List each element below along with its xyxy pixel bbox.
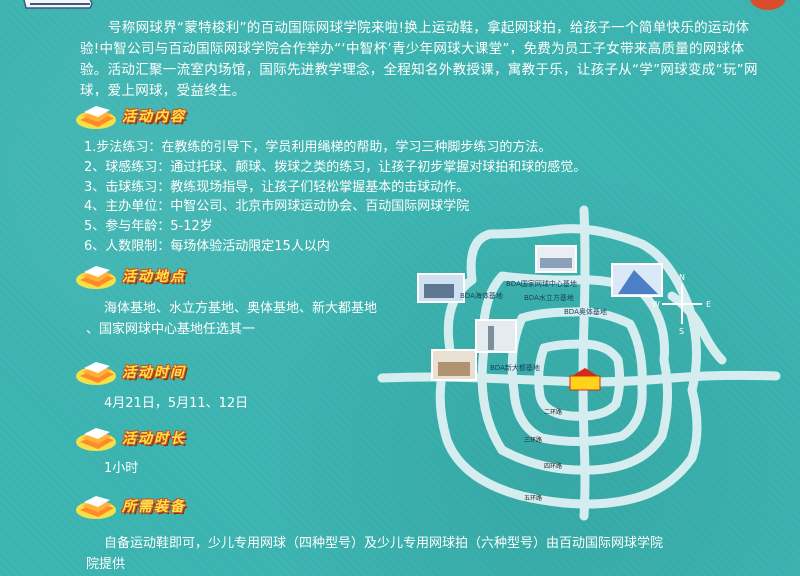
ring-road-4 — [477, 271, 673, 475]
time-text: 4月21日，5月11、12日 — [104, 396, 249, 411]
duration-text: 1小时 — [104, 461, 139, 476]
location-line-1: 海体基地、水立方基地、奥体基地、新大都基地 — [104, 301, 378, 316]
section-title-equipment: 所需装备 — [122, 499, 186, 515]
section-header-content: 活动内容 — [74, 102, 186, 130]
book-stack-icon — [76, 362, 116, 385]
equipment-line-1: 自备运动鞋即可，少儿专用网球（四种型号）及少儿专用网球拍（六种型号）由百动国际网… — [104, 536, 664, 551]
list-item: 5、参与年龄：5-12岁 — [84, 219, 213, 235]
ring-label-5: 五环路 — [524, 494, 542, 502]
venue-photo-olympic — [475, 319, 517, 353]
compass-icon: N E S W — [652, 273, 711, 336]
venue-photo-xindadu — [431, 349, 477, 381]
sneaker-illustration — [23, 0, 93, 9]
venue-photo-haiti — [417, 273, 465, 303]
list-item: 4、主办单位：中智公司、北京市网球运动协会、百动国际网球学院 — [84, 199, 470, 215]
ring-label-3: 三环路 — [524, 436, 542, 444]
ring-label-4: 四环路 — [544, 462, 562, 470]
location-line-2: 、国家网球中心基地任选其一 — [86, 322, 256, 337]
book-stack-icon — [76, 106, 116, 129]
equipment-text: 自备运动鞋即可，少儿专用网球（四种型号）及少儿专用网球拍（六种型号）由百动国际网… — [86, 533, 664, 575]
beijing-ring-road-map: BDA国家网球中心基地 BDA海体基地 BDA水立方基地 BDA奥体基地 BDA… — [377, 205, 781, 521]
section-header-location: 活动地点 — [74, 262, 186, 290]
section-header-time: 活动时间 — [74, 358, 186, 386]
compass-s: S — [679, 327, 684, 336]
section-header-duration: 活动时长 — [74, 424, 186, 452]
compass-w: W — [652, 300, 660, 309]
section-title-time: 活动时间 — [122, 365, 186, 381]
equipment-line-2: 院提供 — [86, 557, 126, 572]
map-label-national-center: BDA国家网球中心基地 — [506, 279, 577, 288]
section-title-content: 活动内容 — [122, 109, 186, 125]
compass-n: N — [679, 273, 685, 282]
map-label-haiti: BDA海体基地 — [460, 291, 503, 300]
list-item: 1.步法练习：在教练的引导下，学员利用绳梯的帮助，学习三种脚步练习的方法。 — [84, 140, 552, 155]
section-title-duration: 活动时长 — [122, 431, 186, 447]
venue-photo-water-cube — [611, 263, 663, 297]
list-item: 3、击球练习：教练现场指导，让孩子们轻松掌握基本的击球动作。 — [84, 179, 470, 195]
book-stack-icon — [76, 428, 116, 451]
map-label-olympic: BDA奥体基地 — [564, 307, 607, 316]
section-header-equipment: 所需装备 — [74, 492, 186, 520]
intro-paragraph: 号称网球界“蒙特梭利”的百动国际网球学院来啦!换上运动鞋，拿起网球拍，给孩子一个… — [80, 20, 758, 99]
map-label-xindadu: BDA新大都基地 — [490, 363, 540, 372]
map-label-water-cube: BDA水立方基地 — [524, 293, 574, 302]
location-text: 海体基地、水立方基地、奥体基地、新大都基地 、国家网球中心基地任选其一 — [86, 298, 378, 340]
compass-e: E — [706, 300, 711, 309]
decorative-badge — [750, 0, 786, 10]
tiananmen-marker — [569, 368, 601, 391]
section-title-location: 活动地点 — [122, 269, 186, 285]
book-stack-icon — [76, 266, 116, 289]
ring-label-2: 二环路 — [544, 408, 562, 416]
list-item: 2、球感练习：通过托球、颠球、拨球之类的练习，让孩子初步掌握对球拍和球的感觉。 — [84, 159, 587, 175]
book-stack-icon — [76, 496, 116, 519]
content-list: 1.步法练习：在教练的引导下，学员利用绳梯的帮助，学习三种脚步练习的方法。 2、… — [84, 138, 586, 257]
cross-road-vertical — [578, 205, 590, 521]
venue-photo-national-center — [535, 245, 577, 273]
list-item: 6、人数限制：每场体验活动限定15人以内 — [84, 238, 330, 254]
